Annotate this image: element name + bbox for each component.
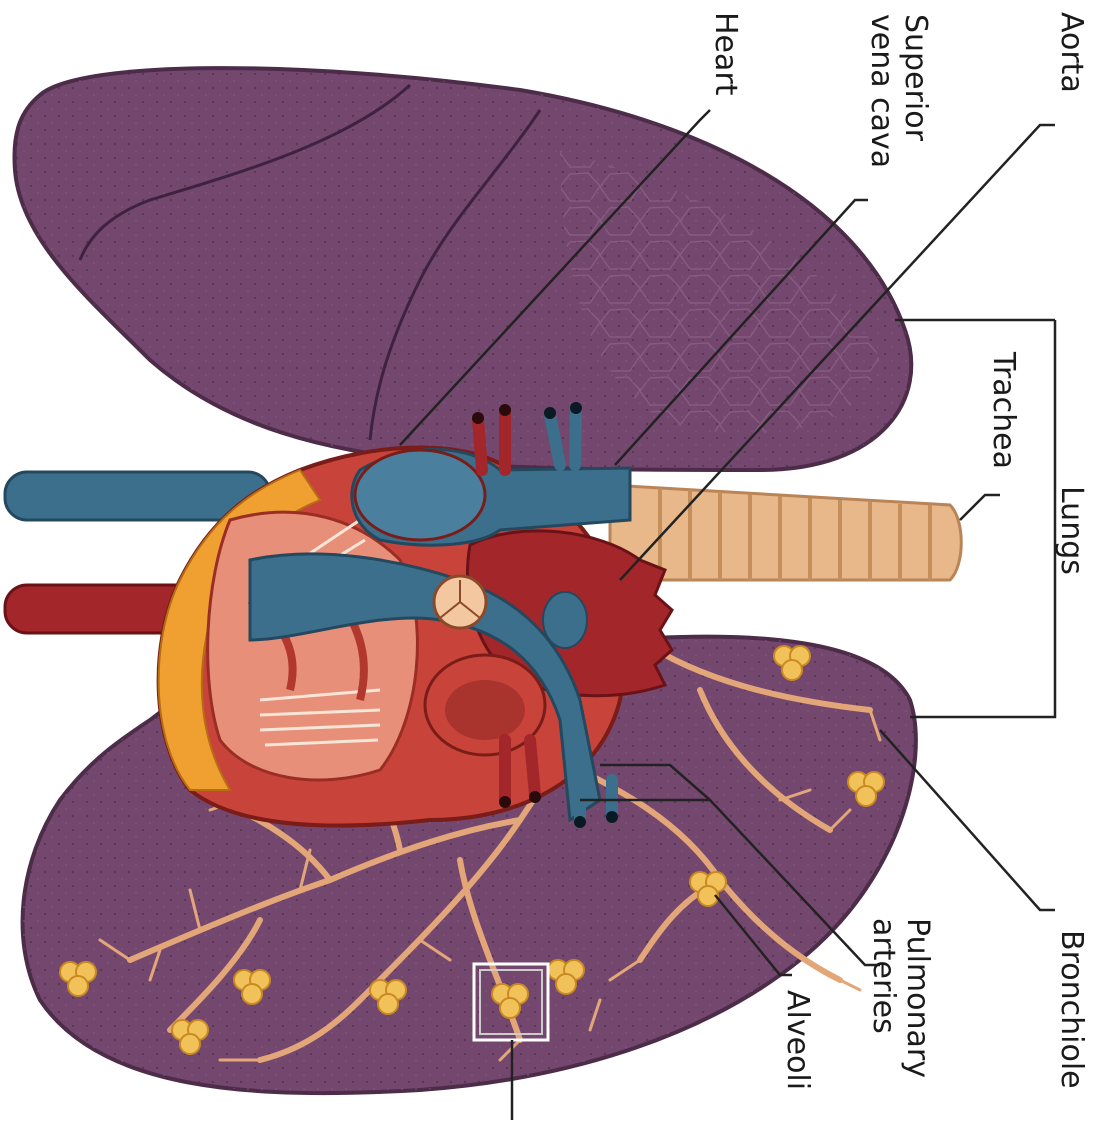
leader-trachea xyxy=(960,495,1000,520)
label-pulmonary-arteries-line2: arteries xyxy=(866,918,900,1078)
label-superior-vena-cava-line2: vena cava xyxy=(864,14,898,168)
label-lungs: Lungs xyxy=(1054,486,1088,575)
label-pulmonary-arteries-line1: Pulmonary xyxy=(900,918,934,1078)
label-alveoli: Alveoli xyxy=(780,990,814,1090)
label-trachea: Trachea xyxy=(986,352,1020,469)
label-bronchiole: Bronchiole xyxy=(1054,930,1088,1089)
label-aorta: Aorta xyxy=(1054,12,1088,93)
label-pulmonary-arteries: Pulmonary arteries xyxy=(866,918,934,1078)
label-heart: Heart xyxy=(708,12,742,96)
label-superior-vena-cava: Superior vena cava xyxy=(864,14,932,168)
label-superior-vena-cava-line1: Superior xyxy=(898,14,932,168)
